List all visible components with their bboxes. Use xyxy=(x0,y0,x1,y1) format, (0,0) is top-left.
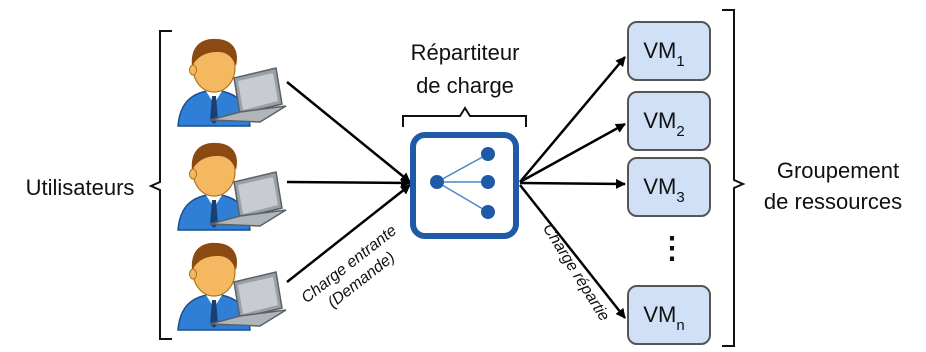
outgoing-arrow xyxy=(519,178,626,189)
vm-box: VM3 xyxy=(627,157,711,217)
vm-box: VM2 xyxy=(627,91,711,151)
vm-box: VMn xyxy=(627,285,711,345)
pool-bracket xyxy=(722,9,746,347)
vm-label: VM xyxy=(643,38,676,63)
users-label: Utilisateurs xyxy=(26,175,135,200)
vm-subscript: 3 xyxy=(676,189,684,206)
load-balancer-icon xyxy=(410,132,519,239)
svg-text:VMn: VMn xyxy=(643,302,684,334)
vm-label: VM xyxy=(643,302,676,327)
distributed-load-label: Charge répartie xyxy=(539,221,612,324)
pool-label-line2: de ressources xyxy=(764,189,902,214)
vm-subscript: 1 xyxy=(676,53,684,70)
balancer-label-line1: Répartiteur xyxy=(411,40,520,65)
vm-subscript: n xyxy=(676,317,684,334)
vm-ellipsis: ⋮ xyxy=(657,232,687,265)
incoming-arrow xyxy=(286,177,411,188)
incoming-load-label: Charge entrante (Demande) xyxy=(298,222,400,311)
svg-text:VM1: VM1 xyxy=(643,38,684,70)
users-bracket xyxy=(148,30,172,340)
vm-box: VM1 xyxy=(627,21,711,81)
balancer-brace xyxy=(402,106,527,127)
distributed-load-text: Charge répartie xyxy=(539,221,612,324)
vm-subscript: 2 xyxy=(676,123,684,140)
outgoing-arrow xyxy=(519,56,626,183)
outgoing-arrow xyxy=(519,122,626,184)
vm-label: VM xyxy=(643,174,676,199)
vm-label: VM xyxy=(643,108,676,133)
incoming-arrow xyxy=(286,184,411,283)
incoming-arrow xyxy=(286,81,411,183)
user-laptop-icon xyxy=(177,142,287,231)
balancer-label-line2: de charge xyxy=(416,73,514,98)
pool-label-line1: Groupement xyxy=(777,158,899,183)
outgoing-arrow xyxy=(519,184,626,319)
svg-text:VM3: VM3 xyxy=(643,174,684,206)
svg-text:VM2: VM2 xyxy=(643,108,684,140)
user-laptop-icon xyxy=(177,242,287,331)
user-laptop-icon xyxy=(177,38,287,127)
